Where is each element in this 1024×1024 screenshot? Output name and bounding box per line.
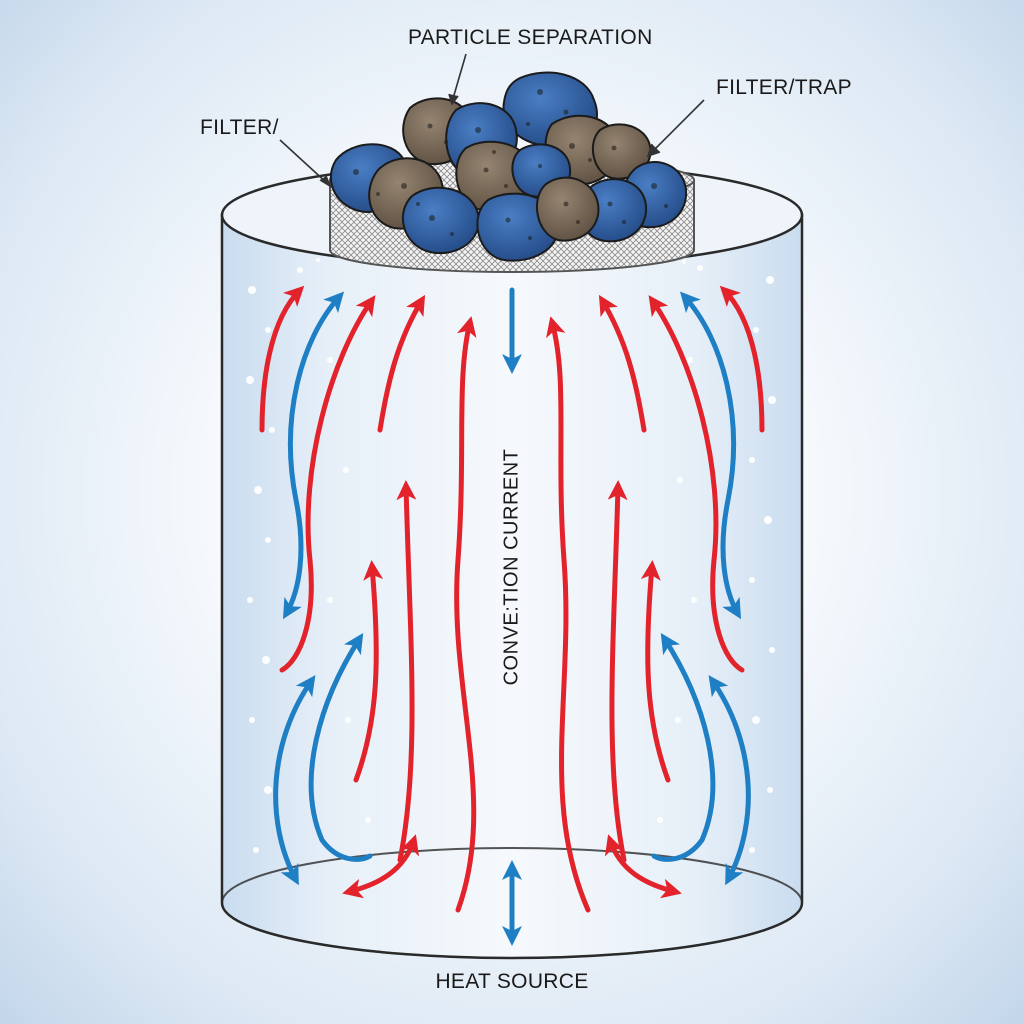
filter-trap-label: FILTER/TRAP <box>716 76 852 99</box>
convection-current-label: CONVE:TION CURRENT <box>500 448 523 686</box>
heat-source-label: HEAT SOURCE <box>435 970 589 993</box>
blue-arrow-icon <box>273 287 751 946</box>
bubbles <box>246 258 776 853</box>
particle-pile <box>330 71 688 262</box>
particle-separation-label: PARTICLE SEPARATION <box>408 26 653 49</box>
leader-lines <box>279 53 705 188</box>
rock-particle-icon <box>330 71 688 262</box>
filter-label: FILTER/ <box>200 116 279 139</box>
